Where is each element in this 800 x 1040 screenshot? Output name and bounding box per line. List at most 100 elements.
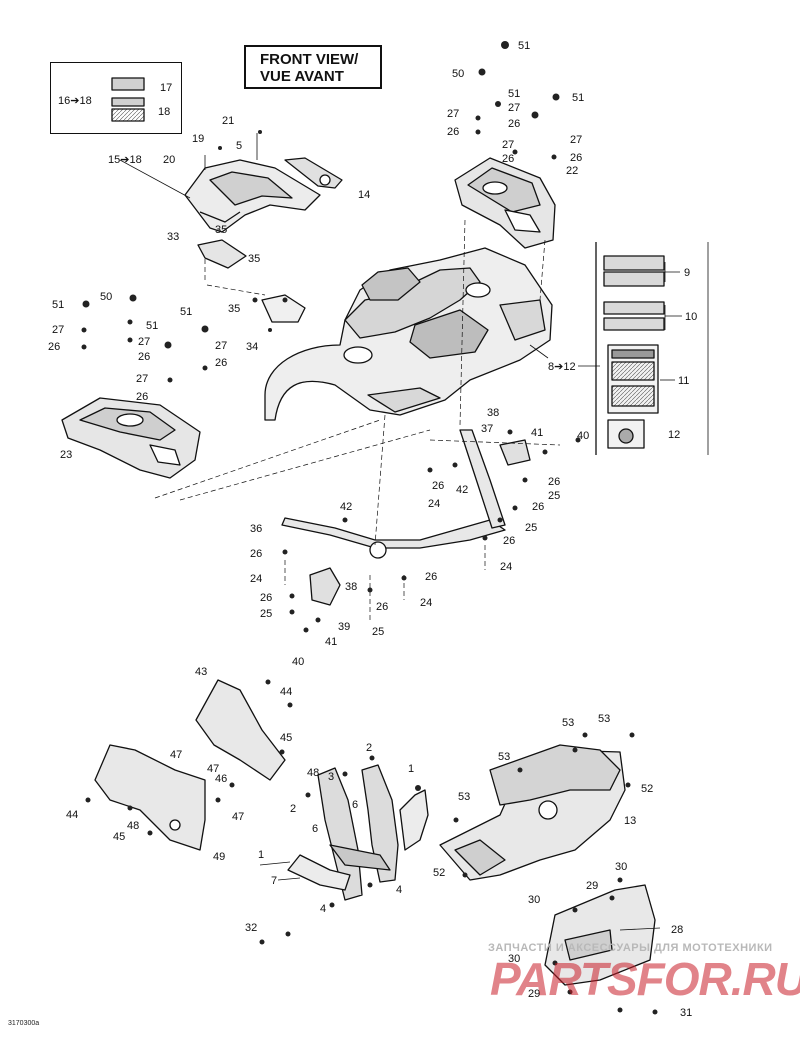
mount-bracket bbox=[261, 294, 306, 323]
callout: 26 bbox=[532, 501, 544, 513]
callout: 38 bbox=[487, 407, 499, 419]
callout: 25 bbox=[548, 490, 560, 502]
callout: 48 bbox=[127, 820, 139, 832]
callout: 3 bbox=[328, 771, 334, 783]
callout: 27 bbox=[508, 102, 520, 114]
figure-code: 3170300a bbox=[8, 1020, 40, 1027]
callout: 16➔18 bbox=[58, 95, 92, 107]
callout: 49 bbox=[213, 851, 225, 863]
view-title-box: FRONT VIEW/ VUE AVANT bbox=[244, 45, 382, 89]
left-side-panel-upper bbox=[195, 679, 286, 781]
callout: 42 bbox=[340, 501, 352, 513]
callout: 44 bbox=[280, 686, 292, 698]
callout: 24 bbox=[500, 561, 512, 573]
view-title-line2: VUE AVANT bbox=[260, 68, 344, 85]
callout: 25 bbox=[525, 522, 537, 534]
callout: 51 bbox=[518, 40, 530, 52]
callout: 1 bbox=[258, 849, 264, 861]
callout: 35 bbox=[248, 253, 260, 265]
callout: 52 bbox=[641, 783, 653, 795]
callout: 40 bbox=[292, 656, 304, 668]
decal-inset-box bbox=[50, 62, 182, 134]
callout: 24 bbox=[420, 597, 432, 609]
small-bracket bbox=[197, 239, 247, 269]
callout: 26 bbox=[138, 351, 150, 363]
callout: 21 bbox=[222, 115, 234, 127]
callout: 53 bbox=[598, 713, 610, 725]
callout: 51 bbox=[52, 299, 64, 311]
callout: 42 bbox=[456, 484, 468, 496]
callout: 26 bbox=[136, 391, 148, 403]
callout: 24 bbox=[428, 498, 440, 510]
callout: 4 bbox=[320, 903, 326, 915]
callout: 5 bbox=[236, 140, 242, 152]
callout: 29 bbox=[586, 880, 598, 892]
callout: 26 bbox=[250, 548, 262, 560]
view-title-line1: FRONT VIEW/ bbox=[260, 51, 359, 68]
callout: 50 bbox=[100, 291, 112, 303]
callout: 30 bbox=[508, 953, 520, 965]
callout: 26 bbox=[548, 476, 560, 488]
callout: 26 bbox=[503, 535, 515, 547]
callout: 52 bbox=[433, 867, 445, 879]
front-bumper-guard bbox=[439, 744, 626, 881]
callout: 32 bbox=[245, 922, 257, 934]
callout: 27 bbox=[447, 108, 459, 120]
callout: 29 bbox=[528, 988, 540, 1000]
callout: 27 bbox=[502, 139, 514, 151]
callout: 26 bbox=[215, 357, 227, 369]
callout: 47 bbox=[170, 749, 182, 761]
callout: 34 bbox=[246, 341, 258, 353]
callout: 31 bbox=[680, 1007, 692, 1019]
callout: 26 bbox=[508, 118, 520, 130]
callout: 27 bbox=[215, 340, 227, 352]
front-rack bbox=[61, 397, 201, 479]
callout: 25 bbox=[372, 626, 384, 638]
callout: 6 bbox=[312, 823, 318, 835]
callout: 10 bbox=[685, 311, 697, 323]
callout: 27 bbox=[52, 324, 64, 336]
callout: 26 bbox=[570, 152, 582, 164]
callout: 17 bbox=[160, 82, 172, 94]
callout: 20 bbox=[163, 154, 175, 166]
watermark-brand: PARTSFOR.RU bbox=[490, 953, 800, 1005]
callout: 2 bbox=[366, 742, 372, 754]
callout: 26 bbox=[260, 592, 272, 604]
callout: 9 bbox=[684, 267, 690, 279]
callout: 33 bbox=[167, 231, 179, 243]
callout: 1 bbox=[408, 763, 414, 775]
callout: 25 bbox=[260, 608, 272, 620]
front-support-frame bbox=[281, 429, 531, 606]
callout: 28 bbox=[671, 924, 683, 936]
decal-sheet bbox=[595, 242, 709, 455]
callout: 13 bbox=[624, 815, 636, 827]
callout: 15➔18 bbox=[108, 154, 142, 166]
callout: 30 bbox=[528, 894, 540, 906]
callout: 26 bbox=[432, 480, 444, 492]
callout: 53 bbox=[498, 751, 510, 763]
callout: 45 bbox=[280, 732, 292, 744]
callout: 47 bbox=[207, 763, 219, 775]
callout: 6 bbox=[352, 799, 358, 811]
callout: 38 bbox=[345, 581, 357, 593]
callout: 24 bbox=[250, 573, 262, 585]
rear-rack bbox=[454, 157, 556, 249]
front-upper-fascia bbox=[184, 159, 321, 233]
callout: 51 bbox=[180, 306, 192, 318]
bumper-mount-bracket bbox=[287, 764, 429, 901]
callout: 53 bbox=[458, 791, 470, 803]
callout: 45 bbox=[113, 831, 125, 843]
watermark-tagline: ЗАПЧАСТИ И АКСЕССУАРЫ ДЛЯ МОТОТЕХНИКИ bbox=[488, 942, 773, 954]
hardware-fasteners bbox=[81, 41, 658, 1015]
callout: 44 bbox=[66, 809, 78, 821]
callout: 37 bbox=[481, 423, 493, 435]
callout: 41 bbox=[325, 636, 337, 648]
callout: 53 bbox=[562, 717, 574, 729]
callout: 27 bbox=[138, 336, 150, 348]
callout: 40 bbox=[577, 430, 589, 442]
callout: 30 bbox=[615, 861, 627, 873]
callout: 12 bbox=[668, 429, 680, 441]
callout: 35 bbox=[215, 224, 227, 236]
